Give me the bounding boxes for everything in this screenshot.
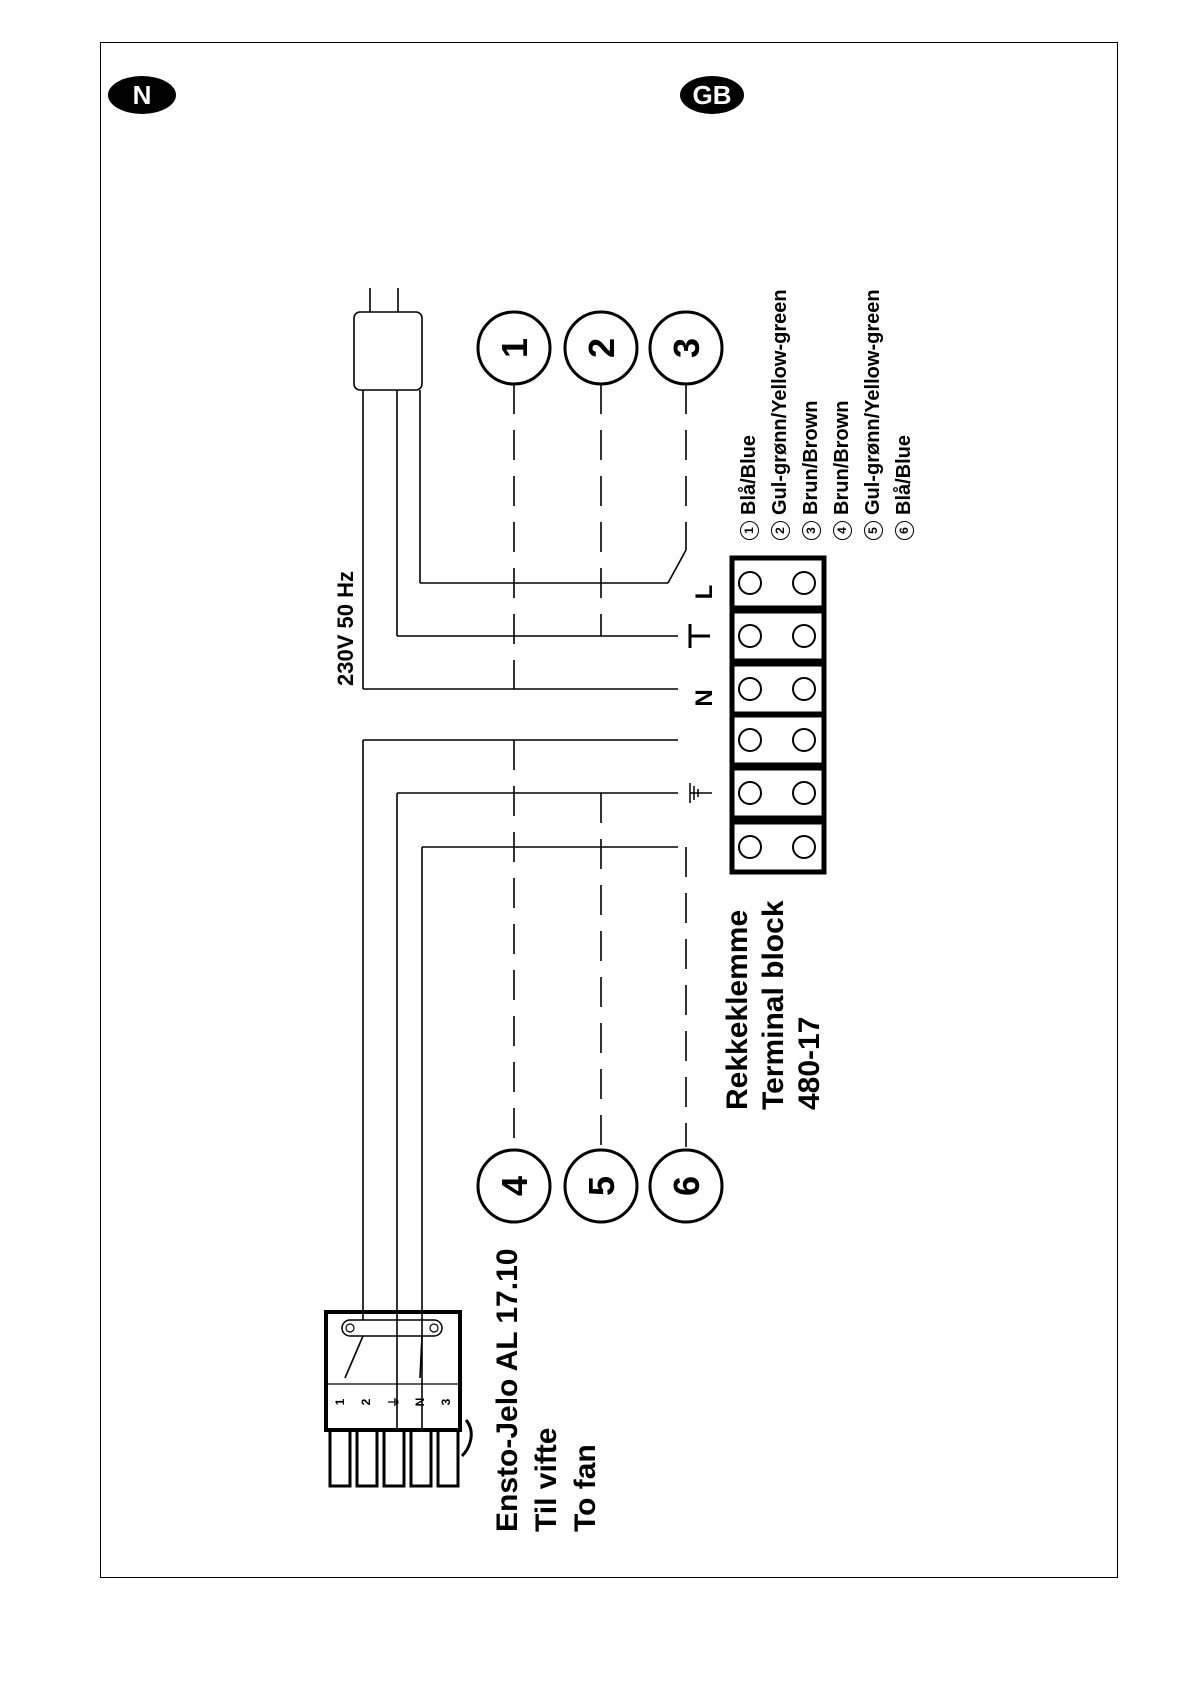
supply-label: 230V 50 Hz xyxy=(333,571,359,686)
terminal-n xyxy=(732,664,824,714)
mains-plug xyxy=(354,312,422,390)
legend-text: Blå/Blue xyxy=(889,435,920,515)
terminal-fan-1 xyxy=(732,715,824,765)
terminal-fan-earth xyxy=(732,768,824,818)
legend-number: 3 xyxy=(802,521,821,540)
fan-connector-caption: Ensto-Jelo AL 17.10 Til vifte To fan xyxy=(488,1249,605,1532)
legend-number: 1 xyxy=(740,521,759,540)
legend-item: 5 Gul-grønn/Yellow-green xyxy=(858,289,889,540)
legend-number: 6 xyxy=(895,521,914,540)
wire-marker-label: 3 xyxy=(666,338,707,358)
legend-item: 1 Blå/Blue xyxy=(734,289,765,540)
wire-marker-label: 1 xyxy=(494,338,535,358)
connector-pin xyxy=(411,1430,431,1486)
terminal-label-n: N xyxy=(691,689,718,706)
connector-pin-label: 1 xyxy=(333,1398,347,1405)
legend-number: 2 xyxy=(771,521,790,540)
terminal-label-l: L xyxy=(691,585,718,600)
connector-pin-label: N xyxy=(413,1398,427,1407)
connector-pin xyxy=(384,1430,404,1486)
legend-number: 4 xyxy=(833,521,852,540)
connector-pin-label: 2 xyxy=(359,1398,373,1405)
legend-text: Brun/Brown xyxy=(796,401,827,515)
ground-symbol-icon xyxy=(690,783,712,803)
terminal-fan-3 xyxy=(732,822,824,872)
terminal-block-caption: Rekkeklemme Terminal block 480-17 xyxy=(720,900,828,1110)
terminal-earth xyxy=(732,611,824,661)
earth-symbol-icon xyxy=(690,624,710,648)
legend-item: 6 Blå/Blue xyxy=(889,289,920,540)
wire-marker-label: 2 xyxy=(581,338,622,358)
legend-item: 2 Gul-grønn/Yellow-green xyxy=(765,289,796,540)
terminal-block-name-no: Rekkeklemme xyxy=(720,900,756,1110)
terminal-block-part-number: 480-17 xyxy=(792,900,828,1110)
terminal-l xyxy=(732,558,824,608)
color-legend: 1 Blå/Blue 2 Gul-grønn/Yellow-green 3 Br… xyxy=(734,289,920,540)
fan-connector-model: Ensto-Jelo AL 17.10 xyxy=(488,1249,527,1532)
terminal-block-name-en: Terminal block xyxy=(756,900,792,1110)
legend-text: Blå/Blue xyxy=(734,435,765,515)
connector-pin xyxy=(330,1430,350,1486)
legend-text: Gul-grønn/Yellow-green xyxy=(765,289,796,515)
connector-pin-label: 3 xyxy=(439,1398,453,1405)
fan-connector-caption-no: Til vifte xyxy=(527,1249,566,1532)
legend-item: 4 Brun/Brown xyxy=(827,289,858,540)
wire-marker-label: 4 xyxy=(494,1176,535,1196)
wire-marker-label: 6 xyxy=(666,1176,707,1196)
connector-pin xyxy=(357,1430,377,1486)
terminal-block xyxy=(732,558,824,872)
wire-marker-label: 5 xyxy=(581,1176,622,1196)
legend-text: Gul-grønn/Yellow-green xyxy=(858,289,889,515)
legend-number: 5 xyxy=(864,521,883,540)
fan-connector-caption-en: To fan xyxy=(566,1249,605,1532)
legend-item: 3 Brun/Brown xyxy=(796,289,827,540)
connector-pin-label: ⏚ xyxy=(387,1396,401,1408)
l-wire-kink xyxy=(668,550,686,583)
connector-pin xyxy=(438,1430,458,1486)
connector-latch xyxy=(462,1420,471,1456)
legend-text: Brun/Brown xyxy=(827,401,858,515)
